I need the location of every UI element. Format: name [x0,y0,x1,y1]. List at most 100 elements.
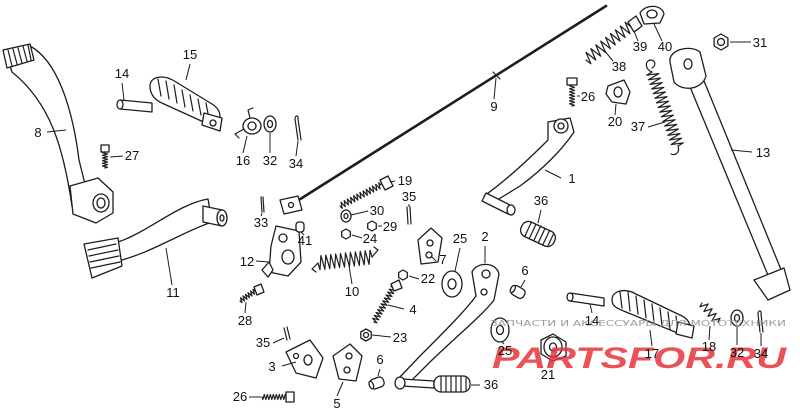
leader-line [295,140,299,157]
callout-label: 17 [645,346,659,361]
part-10-shape [311,246,379,273]
callout-label: 15 [183,47,197,62]
part-14-drawing [116,99,153,113]
callout-label: 34 [289,156,303,171]
part-13-shape [753,267,791,301]
callout-label: 36 [534,193,548,208]
part-33-drawing [260,196,265,213]
leader-line [300,231,305,236]
leader-line [121,82,125,101]
part-29-drawing [367,220,377,232]
part-19-shape [379,175,394,191]
part-16-shape [247,121,257,131]
parts-layer [2,4,791,403]
part-19-drawing [339,175,394,209]
part-34-drawing [757,310,764,333]
part-16-shape [234,107,254,139]
part-23-shape [362,331,370,339]
callout-label: 31 [753,35,767,50]
part-21-shape [548,342,558,352]
part-8-shape [7,44,32,67]
callout-label: 35 [256,335,270,350]
part-2-shape [397,263,500,387]
part-8-shape [5,45,87,207]
leader-line [454,247,461,272]
part-1-drawing [481,117,575,216]
part-32-drawing [263,115,277,133]
part-4-drawing [372,279,403,324]
part-12-shape [261,261,274,278]
part-10-drawing [311,246,379,273]
part-22-drawing [398,269,408,281]
leader-line [281,361,297,367]
leader-line [430,255,437,262]
part-36-shape [433,375,471,393]
part-3-shape [292,352,300,360]
part-27-drawing [100,144,110,169]
leader-line [260,212,263,217]
part-13-shape [687,75,783,281]
part-13-drawing [669,47,791,301]
callout-label: 4 [409,302,416,317]
leader-line [165,247,173,286]
part-9-shape [492,71,501,80]
part-34-shape [294,115,302,141]
leader-line [730,149,753,153]
leader-line [547,359,551,368]
part-6-shape [368,380,375,390]
part-2-shape [401,378,435,389]
part-5-shape [332,343,363,382]
leader-line [377,368,381,377]
part-14-shape [116,99,124,110]
part-15-shape [157,78,210,120]
part-25-drawing [441,270,463,298]
leader-line [244,301,247,314]
part-39-shape [627,15,643,33]
part-38-drawing [585,21,631,65]
callout-label: 25 [453,231,467,246]
callout-label: 18 [702,339,716,354]
callout-label: 11 [166,285,180,300]
part-12-drawing [261,225,302,278]
callout-label: 30 [370,203,384,218]
part-26-shape [285,391,295,403]
part-3-shape [303,354,313,366]
leader-line [348,265,353,285]
leader-line [647,121,666,128]
callout-label: 34 [754,346,768,361]
part-8-drawing [2,43,114,224]
callout-label: 2 [481,229,488,244]
callout-label: 13 [756,145,770,160]
callout-label: 26 [233,389,247,404]
callout-label: 23 [393,330,407,345]
part-24-drawing [341,228,351,240]
watermark: ЗАПЧАСТИ И АКСЕССУАРЫ ДЛЯ МОТОТЕХНИКИ PA… [490,319,788,375]
callout-label: 6 [521,263,528,278]
part-19-shape [339,182,382,209]
part-20-drawing [605,79,631,105]
part-15-drawing [149,76,223,132]
part-16-drawing [234,107,262,139]
part-4-shape [390,279,403,292]
part-28-drawing [239,283,265,304]
part-6-shape [509,284,517,294]
part-7-shape [426,239,434,247]
part-5-shape [345,352,353,360]
callout-label: 38 [612,59,626,74]
part-29-shape [367,220,377,232]
callout-label: 1 [568,171,575,186]
part-39-drawing [627,15,643,33]
part-3-drawing [285,339,324,379]
part-26-drawing [566,77,578,107]
part-35-drawing [283,326,291,341]
callout-label: 33 [254,215,268,230]
part-21-drawing [540,333,567,362]
part-12-shape [281,249,295,265]
part-28-shape [239,288,256,304]
part-22-shape [398,269,408,281]
part-32-shape [266,119,274,129]
part-30-drawing [340,209,352,223]
part-25-drawing [490,317,510,343]
callout-label: 6 [376,352,383,367]
part-23-drawing [360,328,372,342]
